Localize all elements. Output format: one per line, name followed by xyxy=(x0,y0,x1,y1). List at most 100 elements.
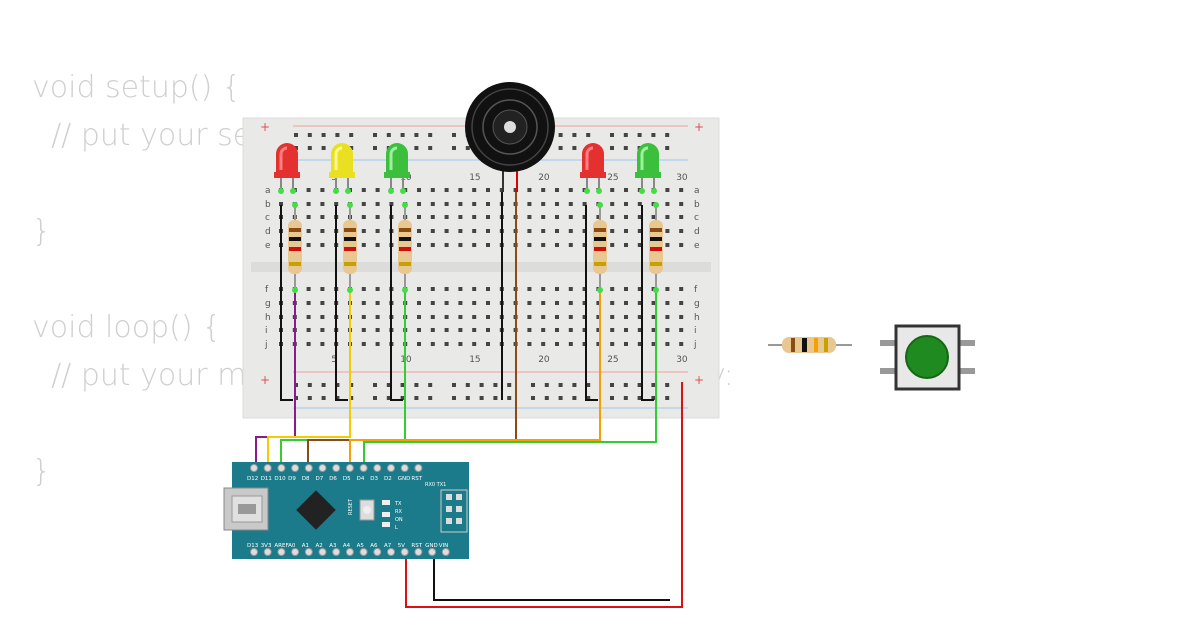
row-label: j xyxy=(693,340,697,350)
pin-label: D7 xyxy=(316,476,324,482)
row-label: c xyxy=(694,213,699,223)
resistor-band xyxy=(399,237,411,241)
led-label: L xyxy=(395,525,398,531)
reset-label: RESET xyxy=(348,498,354,515)
pin-label: D3 xyxy=(370,476,378,482)
resistor-band xyxy=(289,247,301,251)
pin-label: A3 xyxy=(329,543,337,549)
row-label: j xyxy=(264,340,268,350)
column-label: 5 xyxy=(331,355,337,365)
pin-label: D11 xyxy=(261,476,272,482)
row-label: h xyxy=(265,313,271,323)
resistor-band xyxy=(594,228,606,232)
row-label: g xyxy=(694,299,700,309)
pin-label: RST xyxy=(411,476,422,482)
row-label: a xyxy=(694,186,700,196)
pin-label: GND xyxy=(398,476,411,482)
column-label: 30 xyxy=(676,355,688,365)
resistor-band xyxy=(650,228,662,232)
resistor-band xyxy=(650,262,662,266)
rx-tx-label: RX0 TX1 xyxy=(425,482,446,488)
column-label: 20 xyxy=(538,173,550,183)
resistor-band xyxy=(344,262,356,266)
pin-label: D10 xyxy=(274,476,286,482)
column-label: 15 xyxy=(469,355,480,365)
signal-wires[interactable] xyxy=(255,192,683,608)
row-label: i xyxy=(694,326,697,336)
pin-label: AREF xyxy=(274,543,288,549)
pin-label: A4 xyxy=(343,543,351,549)
row-label: c xyxy=(265,213,270,223)
row-label: b xyxy=(265,200,271,210)
pin-label: D12 xyxy=(247,476,258,482)
wire-green-2 xyxy=(363,290,657,468)
wire-black-gnd xyxy=(433,552,670,601)
resistor-band xyxy=(344,237,356,241)
pin-label: A7 xyxy=(384,543,392,549)
resistor-band xyxy=(399,247,411,251)
pin-label: A6 xyxy=(370,543,378,549)
leds[interactable] xyxy=(274,143,661,194)
pin-label: D4 xyxy=(357,476,365,482)
column-label: 20 xyxy=(538,355,550,365)
buzzer[interactable] xyxy=(465,82,555,192)
led-label: TX xyxy=(394,501,402,507)
column-label: 15 xyxy=(469,173,480,183)
row-label: d xyxy=(265,227,271,237)
led-label: RX xyxy=(395,509,402,515)
resistor-band xyxy=(289,237,301,241)
breadboard-wires[interactable] xyxy=(280,192,654,401)
column-label: 30 xyxy=(676,173,688,183)
pin-label: D5 xyxy=(343,476,351,482)
resistor-band xyxy=(344,228,356,232)
push-button[interactable] xyxy=(880,324,975,391)
code-line-6: } xyxy=(32,454,52,489)
column-label: 25 xyxy=(607,173,618,183)
pin-label: GND xyxy=(425,543,438,549)
resistor-band xyxy=(594,262,606,266)
resistor-band xyxy=(650,237,662,241)
rail-plus-tl: + xyxy=(260,120,270,134)
rail-plus-bl: + xyxy=(260,373,270,387)
resistor-band xyxy=(594,247,606,251)
pin-label: D2 xyxy=(384,476,392,482)
row-label: d xyxy=(694,227,700,237)
wire-yellow xyxy=(267,290,351,468)
pin-label: 5V xyxy=(398,543,405,549)
row-label: f xyxy=(265,285,269,295)
column-label: 25 xyxy=(607,355,618,365)
pin-label: A2 xyxy=(316,543,323,549)
loose-resistor[interactable] xyxy=(768,337,852,353)
code-line-4: void loop() { xyxy=(32,310,222,345)
row-label: h xyxy=(694,313,700,323)
pin-label: D8 xyxy=(302,476,310,482)
icsp-header xyxy=(446,494,462,524)
pin-label: A0 xyxy=(288,543,296,549)
wire-orange xyxy=(349,290,601,468)
resistors[interactable] xyxy=(288,202,663,293)
row-label: a xyxy=(265,186,271,196)
code-line-3: } xyxy=(32,214,52,249)
row-label: b xyxy=(694,200,700,210)
pin-label: A5 xyxy=(357,543,365,549)
code-line-5: // put your m xyxy=(32,358,247,393)
resistor-band xyxy=(650,247,662,251)
rail-plus-tr: + xyxy=(694,120,704,134)
row-label: f xyxy=(694,285,698,295)
resistor-band xyxy=(289,262,301,266)
resistor-band xyxy=(399,262,411,266)
rail-plus-br: + xyxy=(694,373,704,387)
pin-label: RST xyxy=(411,543,422,549)
pin-label: 3V3 xyxy=(261,543,272,549)
pin-label: D6 xyxy=(329,476,337,482)
wire-red-5v xyxy=(405,388,683,608)
column-label: 10 xyxy=(400,355,412,365)
pin-label: D9 xyxy=(288,476,296,482)
pin-label: VIN xyxy=(439,543,449,549)
resistor-band xyxy=(289,228,301,232)
pin-label: A1 xyxy=(302,543,309,549)
resistor-band xyxy=(399,228,411,232)
